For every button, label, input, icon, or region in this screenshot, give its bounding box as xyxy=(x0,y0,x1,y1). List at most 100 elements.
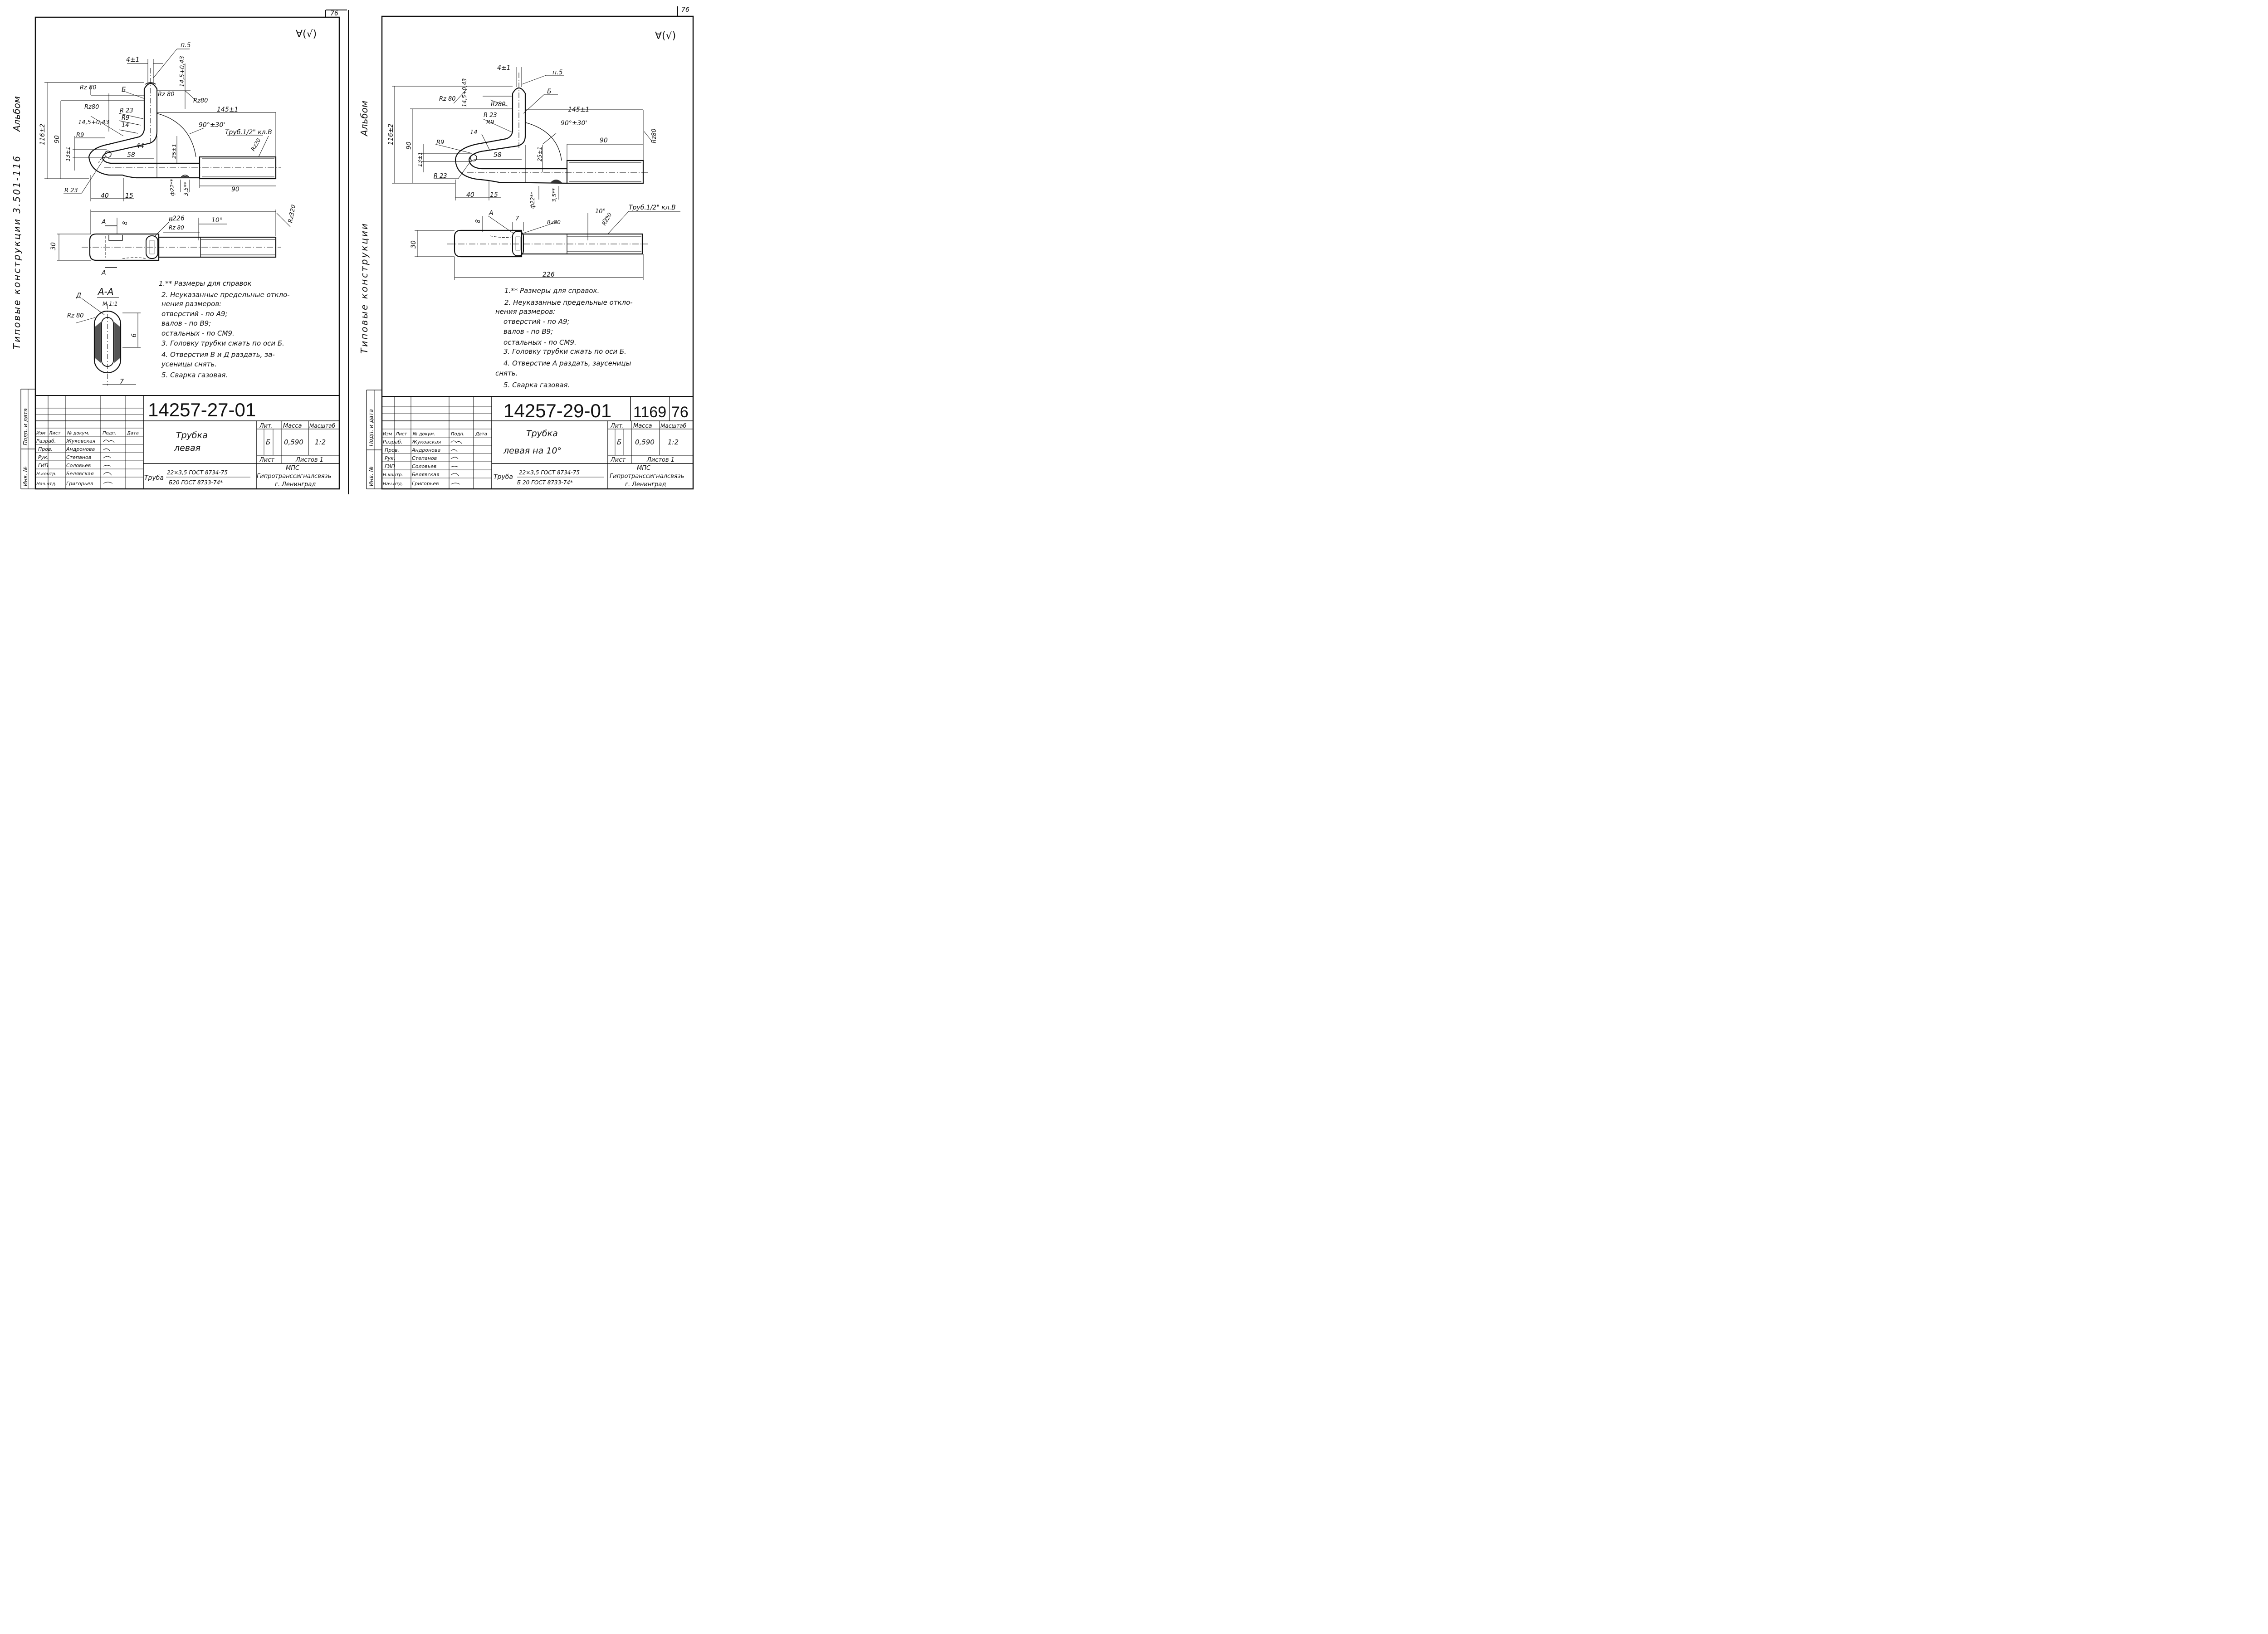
row-role: Рук. xyxy=(38,454,49,460)
dim-40: 40 xyxy=(101,192,109,200)
row-name: Соловьев xyxy=(66,463,91,468)
dim-58: 58 xyxy=(127,151,135,159)
dim-8: 8 xyxy=(122,221,129,225)
part-title-line2: левая xyxy=(174,443,200,453)
label-rz80-4: Rz80 xyxy=(84,104,99,111)
part-title-line1: Трубка xyxy=(176,430,208,440)
dim-25: 25±1 xyxy=(171,144,177,159)
dim-4: 4±1 xyxy=(126,56,140,63)
row-role: Нач.отд. xyxy=(36,482,57,487)
notes: 1.** Размеры для справок. 2. Неуказанные… xyxy=(495,287,633,389)
row-name: Григорьев xyxy=(412,481,439,487)
dim-25: 25±1 xyxy=(537,146,543,161)
people-table: Изм Лист № докум. Подп. Дата Разраб. Жук… xyxy=(383,432,487,487)
row-name: Жуковская xyxy=(66,438,96,444)
dim-r23-top: R 23 xyxy=(120,107,133,114)
label-rz80-1: Rz 80 xyxy=(80,84,97,91)
dimensions-front xyxy=(44,49,276,201)
row-name: Соловьев xyxy=(412,463,436,469)
row-role: Н.контр. xyxy=(36,472,57,477)
dim-3-5: 3,5** xyxy=(183,182,189,196)
dim-14-5-top: 14,5+0,43 xyxy=(179,56,186,87)
col-doc: № докум. xyxy=(67,431,89,436)
col-izm: Изм xyxy=(383,432,392,437)
dimensions-front xyxy=(392,67,652,200)
page-number: 76 xyxy=(330,10,338,17)
label-rz80-right: Rz80 xyxy=(651,129,658,143)
row-role: Разраб. xyxy=(36,438,56,444)
material-prefix: Труба xyxy=(144,474,164,482)
mass-value: 0,590 xyxy=(635,438,655,446)
row-name: Степанов xyxy=(66,454,91,460)
label-rz80-2: Rz 80 xyxy=(158,91,175,98)
dim-10: 10° xyxy=(211,217,223,224)
label-pipe: Труб.1/2" кл.В xyxy=(629,204,676,211)
lit-header: Лит. xyxy=(610,423,624,429)
lit-value: Б xyxy=(266,438,270,446)
dim-10: 10° xyxy=(595,208,606,215)
material-prefix: Труба xyxy=(494,473,513,481)
dim-14-5: 14,5+0,43 xyxy=(461,78,468,107)
roughness-mark: ∀(√) xyxy=(655,30,676,42)
dim-r9: R9 xyxy=(76,132,84,139)
label-rz80-top: Rz 80 xyxy=(169,224,184,231)
drawing-number: 14257-27-01 xyxy=(148,399,256,420)
dim-58: 58 xyxy=(494,151,502,159)
dim-40: 40 xyxy=(466,191,474,199)
dim-r23: R 23 xyxy=(64,187,78,194)
drawing-number: 14257-29-01 xyxy=(503,400,611,421)
page-number: 76 xyxy=(681,6,689,14)
dim-6: 6 xyxy=(131,333,138,337)
album-text: Альбом xyxy=(11,96,22,132)
dim-p5: п.5 xyxy=(552,69,563,76)
label-a: А xyxy=(489,210,494,217)
dim-p5: п.5 xyxy=(181,42,191,49)
note-line: усеницы снять. xyxy=(161,360,217,368)
org-line3: г. Ленинград xyxy=(275,481,316,488)
dim-90-vert: 90 xyxy=(406,141,413,150)
note-line: 1.** Размеры для справок xyxy=(159,279,252,288)
row-role: Н.контр. xyxy=(383,473,403,478)
row-name: Андронова xyxy=(66,446,95,452)
title-block xyxy=(20,389,340,489)
dim-14: 14 xyxy=(470,129,478,136)
dim-116: 116±2 xyxy=(39,124,46,145)
dim-116: 116±2 xyxy=(387,124,395,145)
series-text: Типовые конструкции 3.501-116 xyxy=(11,155,22,349)
people-table: Изм Лист № докум. Подп. Дата Разраб. Жук… xyxy=(36,431,139,487)
pipe-front-view xyxy=(455,73,649,184)
mass-header: Масса xyxy=(633,423,652,429)
org-line1: МПС xyxy=(637,465,651,472)
section-a-a xyxy=(76,297,141,385)
dim-30: 30 xyxy=(410,240,417,249)
col-list: Лист xyxy=(395,432,408,437)
material-line1: 22×3,5 ГОСТ 8734-75 xyxy=(167,469,228,476)
row-name: Белявская xyxy=(412,472,440,478)
dim-angle: 90°±30' xyxy=(199,122,225,129)
label-a-top: А xyxy=(101,219,106,226)
row-role: ГИП xyxy=(38,463,49,468)
title-block xyxy=(366,390,694,489)
row-role: ГИП xyxy=(385,463,395,469)
org-line2: Гипротранссигналсвязь xyxy=(610,473,684,480)
row-name: Степанов xyxy=(412,455,437,461)
sheet-right: 76 ∀(√) Альбом Типовые конструкции xyxy=(359,6,694,490)
scale-header: Масштаб xyxy=(660,423,687,429)
col-izm: Изм xyxy=(36,431,46,436)
label-b: Б xyxy=(122,86,126,93)
note-line: снять. xyxy=(495,369,518,377)
sheet-header: Лист xyxy=(259,457,274,463)
dim-13: 13±1 xyxy=(65,146,71,161)
note-line: 1.** Размеры для справок. xyxy=(504,287,599,295)
dim-4: 4±1 xyxy=(497,64,511,72)
material-line2: Б 20 ГОСТ 8733-74* xyxy=(517,479,573,486)
dim-r23-top: R 23 xyxy=(484,112,497,119)
lit-value: Б xyxy=(617,438,621,446)
col-list: Лист xyxy=(49,431,61,436)
section-scale: М 1:1 xyxy=(103,301,117,307)
row-name: Жуковская xyxy=(411,439,441,445)
dim-44: 44 xyxy=(136,142,144,150)
note-line: 4. Отверстия В и Д раздать, за- xyxy=(161,351,275,359)
dim-r9-top: R9 xyxy=(486,119,494,126)
side-sign: Подп. и дата xyxy=(368,409,374,446)
